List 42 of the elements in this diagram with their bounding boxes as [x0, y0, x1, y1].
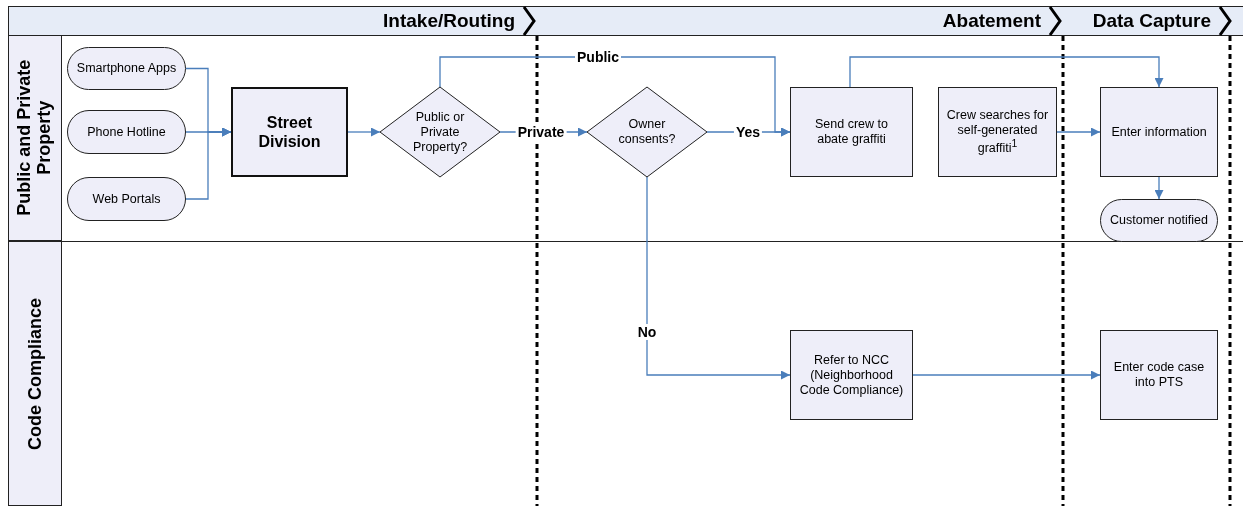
process-box — [790, 87, 913, 177]
node-label: Smartphone Apps — [76, 61, 177, 76]
phase-title: Abatement — [942, 9, 1041, 33]
edge-label: Private — [515, 124, 567, 140]
connector-arrow — [912, 370, 1101, 380]
process-box — [1100, 330, 1218, 420]
connector-arrow — [849, 56, 1164, 88]
node-label: Public or Private Property? — [411, 109, 469, 155]
decision-diamond — [380, 87, 500, 177]
node-label: Refer to NCC (Neighborhood Code Compliance) — [798, 352, 905, 398]
connector-arrow — [1154, 176, 1164, 200]
lane-title: Public and Private Property — [15, 58, 55, 219]
node-label: Crew searches for self-generated graffiti$^{1}$ — [945, 107, 1050, 157]
process-box — [1100, 87, 1218, 177]
phase-title: Intake/Routing — [383, 9, 515, 33]
process-box — [790, 330, 913, 420]
process-box — [938, 87, 1057, 177]
node-label: Owner consents? — [617, 117, 677, 147]
connector-arrow — [646, 176, 791, 380]
lane-title: Code Compliance — [25, 296, 45, 452]
terminal-shape — [67, 110, 186, 154]
node-label: Customer notified — [1110, 213, 1208, 228]
lane-header — [8, 241, 62, 506]
lane-header — [8, 35, 62, 241]
edge-label: No — [635, 324, 659, 340]
edge-label: Yes — [733, 124, 763, 140]
edge-label: Public — [575, 49, 621, 65]
terminal-shape — [67, 47, 186, 90]
connector-arrow — [1056, 127, 1101, 137]
node-label: Enter code case into PTS — [1112, 360, 1206, 390]
process-box — [231, 87, 348, 177]
node-label: Web Portals — [92, 191, 161, 207]
node-label: Street Division — [257, 112, 322, 152]
connector-arrow — [347, 127, 381, 137]
node-label: Enter information — [1111, 124, 1207, 140]
terminal-shape — [67, 177, 186, 221]
phase-title: Data Capture — [1092, 9, 1211, 33]
connector-arrow — [185, 127, 232, 200]
terminal-shape — [1100, 199, 1218, 242]
node-label: Phone Hotline — [87, 124, 166, 140]
decision-diamond — [587, 87, 707, 177]
node-label: Send crew to abate graffiti — [814, 117, 889, 147]
